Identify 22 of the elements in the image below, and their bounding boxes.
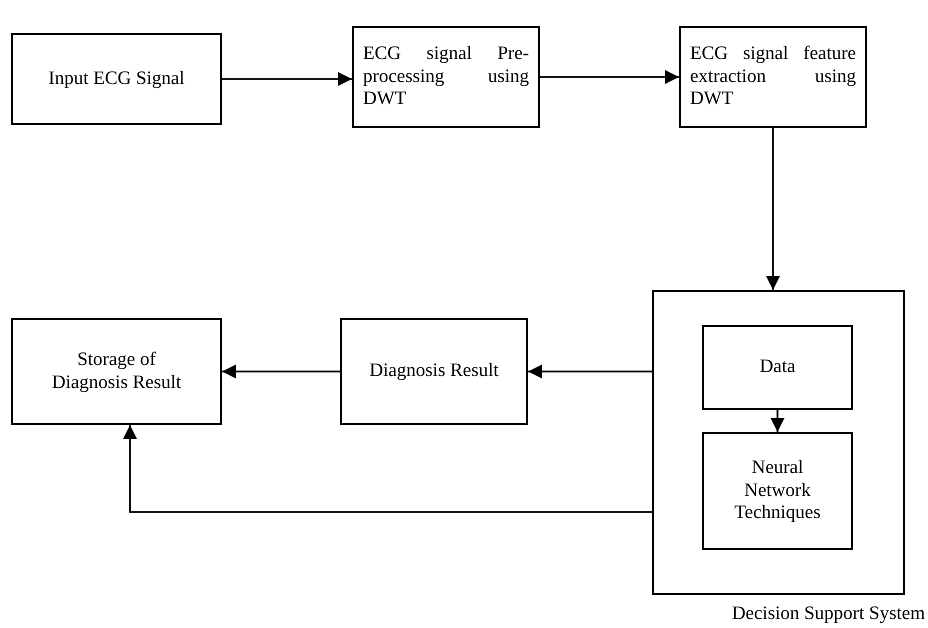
process-box xyxy=(702,325,853,410)
arrow xyxy=(222,364,340,378)
process-box xyxy=(352,26,540,128)
box-label: Data xyxy=(760,356,796,379)
process-box xyxy=(11,33,222,125)
process-box xyxy=(340,318,528,425)
box-label: Diagnosis Result xyxy=(369,360,499,383)
box-label: ECG signal Pre-processing using DWT xyxy=(363,42,529,112)
box-label: Input ECG Signal xyxy=(48,68,185,90)
arrow xyxy=(123,425,652,513)
container-title: Decision Support System xyxy=(732,603,925,626)
arrow xyxy=(766,128,780,290)
box-label: Neural Network Techniques xyxy=(734,456,821,526)
process-box xyxy=(702,432,853,550)
arrow xyxy=(222,72,352,86)
process-box xyxy=(11,318,222,425)
box-label: Storage of Diagnosis Result xyxy=(50,348,182,394)
process-box xyxy=(679,26,867,128)
arrow xyxy=(770,410,784,432)
arrow xyxy=(528,364,652,378)
box-label: ECG signal feature extraction using DWT xyxy=(690,42,856,112)
arrow xyxy=(540,70,679,84)
